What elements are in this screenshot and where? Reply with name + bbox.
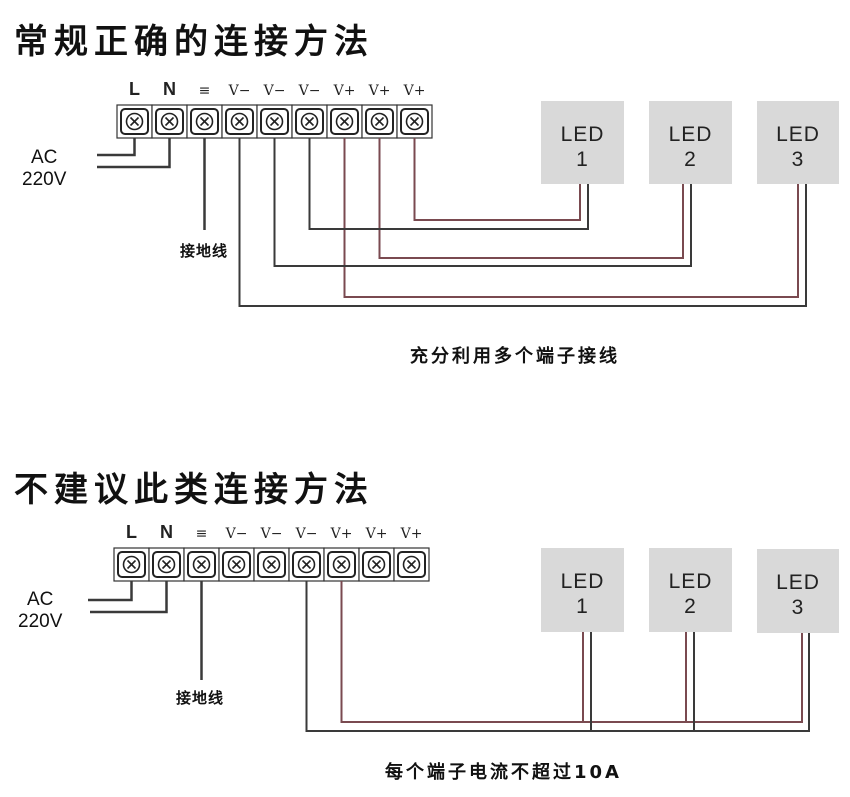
led-label: LED: [561, 570, 605, 593]
vplus-wire-led3: [343, 138, 799, 298]
ac-n-wire: [97, 138, 171, 169]
terminal-label: N: [160, 522, 173, 542]
screw-cross: [301, 559, 312, 570]
terminal-label: ≡: [199, 83, 211, 99]
screw-cross: [339, 116, 350, 127]
ac-label-line2: 220V: [18, 611, 63, 632]
ac-label-line1: AC: [30, 147, 58, 168]
title-correct-method: 常规正确的连接方法: [14, 22, 374, 62]
led-box-2: [649, 101, 732, 184]
vminus-bus-wire: [305, 581, 810, 732]
led-number: 3: [792, 596, 805, 619]
wires-bottom: [88, 581, 810, 732]
ac-220v-label: AC 220V: [18, 589, 62, 633]
terminal-label: L: [129, 79, 140, 99]
ac-n-wire: [90, 581, 168, 614]
vplus-wire-led1: [413, 138, 581, 221]
terminal-label: V−: [263, 83, 286, 99]
ac-l-wire: [97, 138, 136, 157]
terminal-label: N: [163, 79, 176, 99]
led-label: LED: [776, 571, 820, 594]
vplus-wire-led2: [378, 138, 684, 259]
screw-cross: [406, 559, 417, 570]
terminal-label: ≡: [196, 526, 208, 542]
screw-cross: [266, 559, 277, 570]
vminus-wire-led3: [238, 138, 807, 307]
terminal-label: V+: [400, 526, 423, 542]
led-number: 1: [576, 148, 589, 171]
screw-cross: [371, 559, 382, 570]
terminal-label: V+: [403, 83, 426, 99]
led-box-2: [649, 548, 732, 632]
screw-cross: [234, 116, 245, 127]
led-label: LED: [561, 123, 605, 146]
ground-wire-label: 接地线: [176, 689, 225, 707]
terminal-label: V−: [228, 83, 251, 99]
caption-correct-method: 充分利用多个端子接线: [410, 346, 620, 367]
title-not-recommended-method: 不建议此类连接方法: [14, 470, 374, 510]
ac-220v-label: AC 220V: [22, 147, 66, 191]
led-label: LED: [669, 570, 713, 593]
terminal-label: L: [126, 522, 137, 542]
screw-cross: [129, 116, 140, 127]
led-number: 3: [792, 148, 805, 171]
led-box-1: [541, 548, 624, 632]
led-box-3: [757, 101, 839, 184]
terminal-label: V+: [333, 83, 356, 99]
screw-cross: [304, 116, 315, 127]
caption-current-limit: 每个端子电流不超过10A: [385, 762, 622, 783]
terminal-label: V+: [368, 83, 391, 99]
ac-label-line1: AC: [26, 589, 54, 610]
terminal-label: V+: [330, 526, 353, 542]
terminal-label: V−: [298, 83, 321, 99]
led-label: LED: [669, 123, 713, 146]
screw-cross: [374, 116, 385, 127]
vplus-bus-wire: [340, 581, 803, 723]
vminus-wire-led2: [273, 138, 692, 267]
led-label: LED: [776, 123, 820, 146]
screw-cross: [164, 116, 175, 127]
terminal-label: V+: [365, 526, 388, 542]
ground-wire-label: 接地线: [180, 242, 229, 260]
terminal-block-top: L N ≡ V− V− V− V+ V+ V+: [116, 79, 433, 139]
led-number: 1: [576, 595, 589, 618]
screw-cross: [409, 116, 420, 127]
screw-cross: [269, 116, 280, 127]
led-number: 2: [684, 595, 697, 618]
ac-label-line2: 220V: [22, 169, 67, 190]
screw-cross: [231, 559, 242, 570]
terminal-block-bottom: L N ≡ V− V− V− V+ V+ V+: [113, 522, 430, 582]
led-number: 2: [684, 148, 697, 171]
led-box-3: [757, 549, 839, 633]
led-box-1: [541, 101, 624, 184]
ac-l-wire: [88, 581, 133, 602]
terminal-label: V−: [295, 526, 318, 542]
screw-cross: [199, 116, 210, 127]
terminal-label: V−: [260, 526, 283, 542]
screw-cross: [336, 559, 347, 570]
screw-cross: [161, 559, 172, 570]
screw-cross: [126, 559, 137, 570]
screw-cross: [196, 559, 207, 570]
wires-top: [97, 138, 807, 307]
vminus-wire-led1: [308, 138, 589, 230]
terminal-label: V−: [225, 526, 248, 542]
